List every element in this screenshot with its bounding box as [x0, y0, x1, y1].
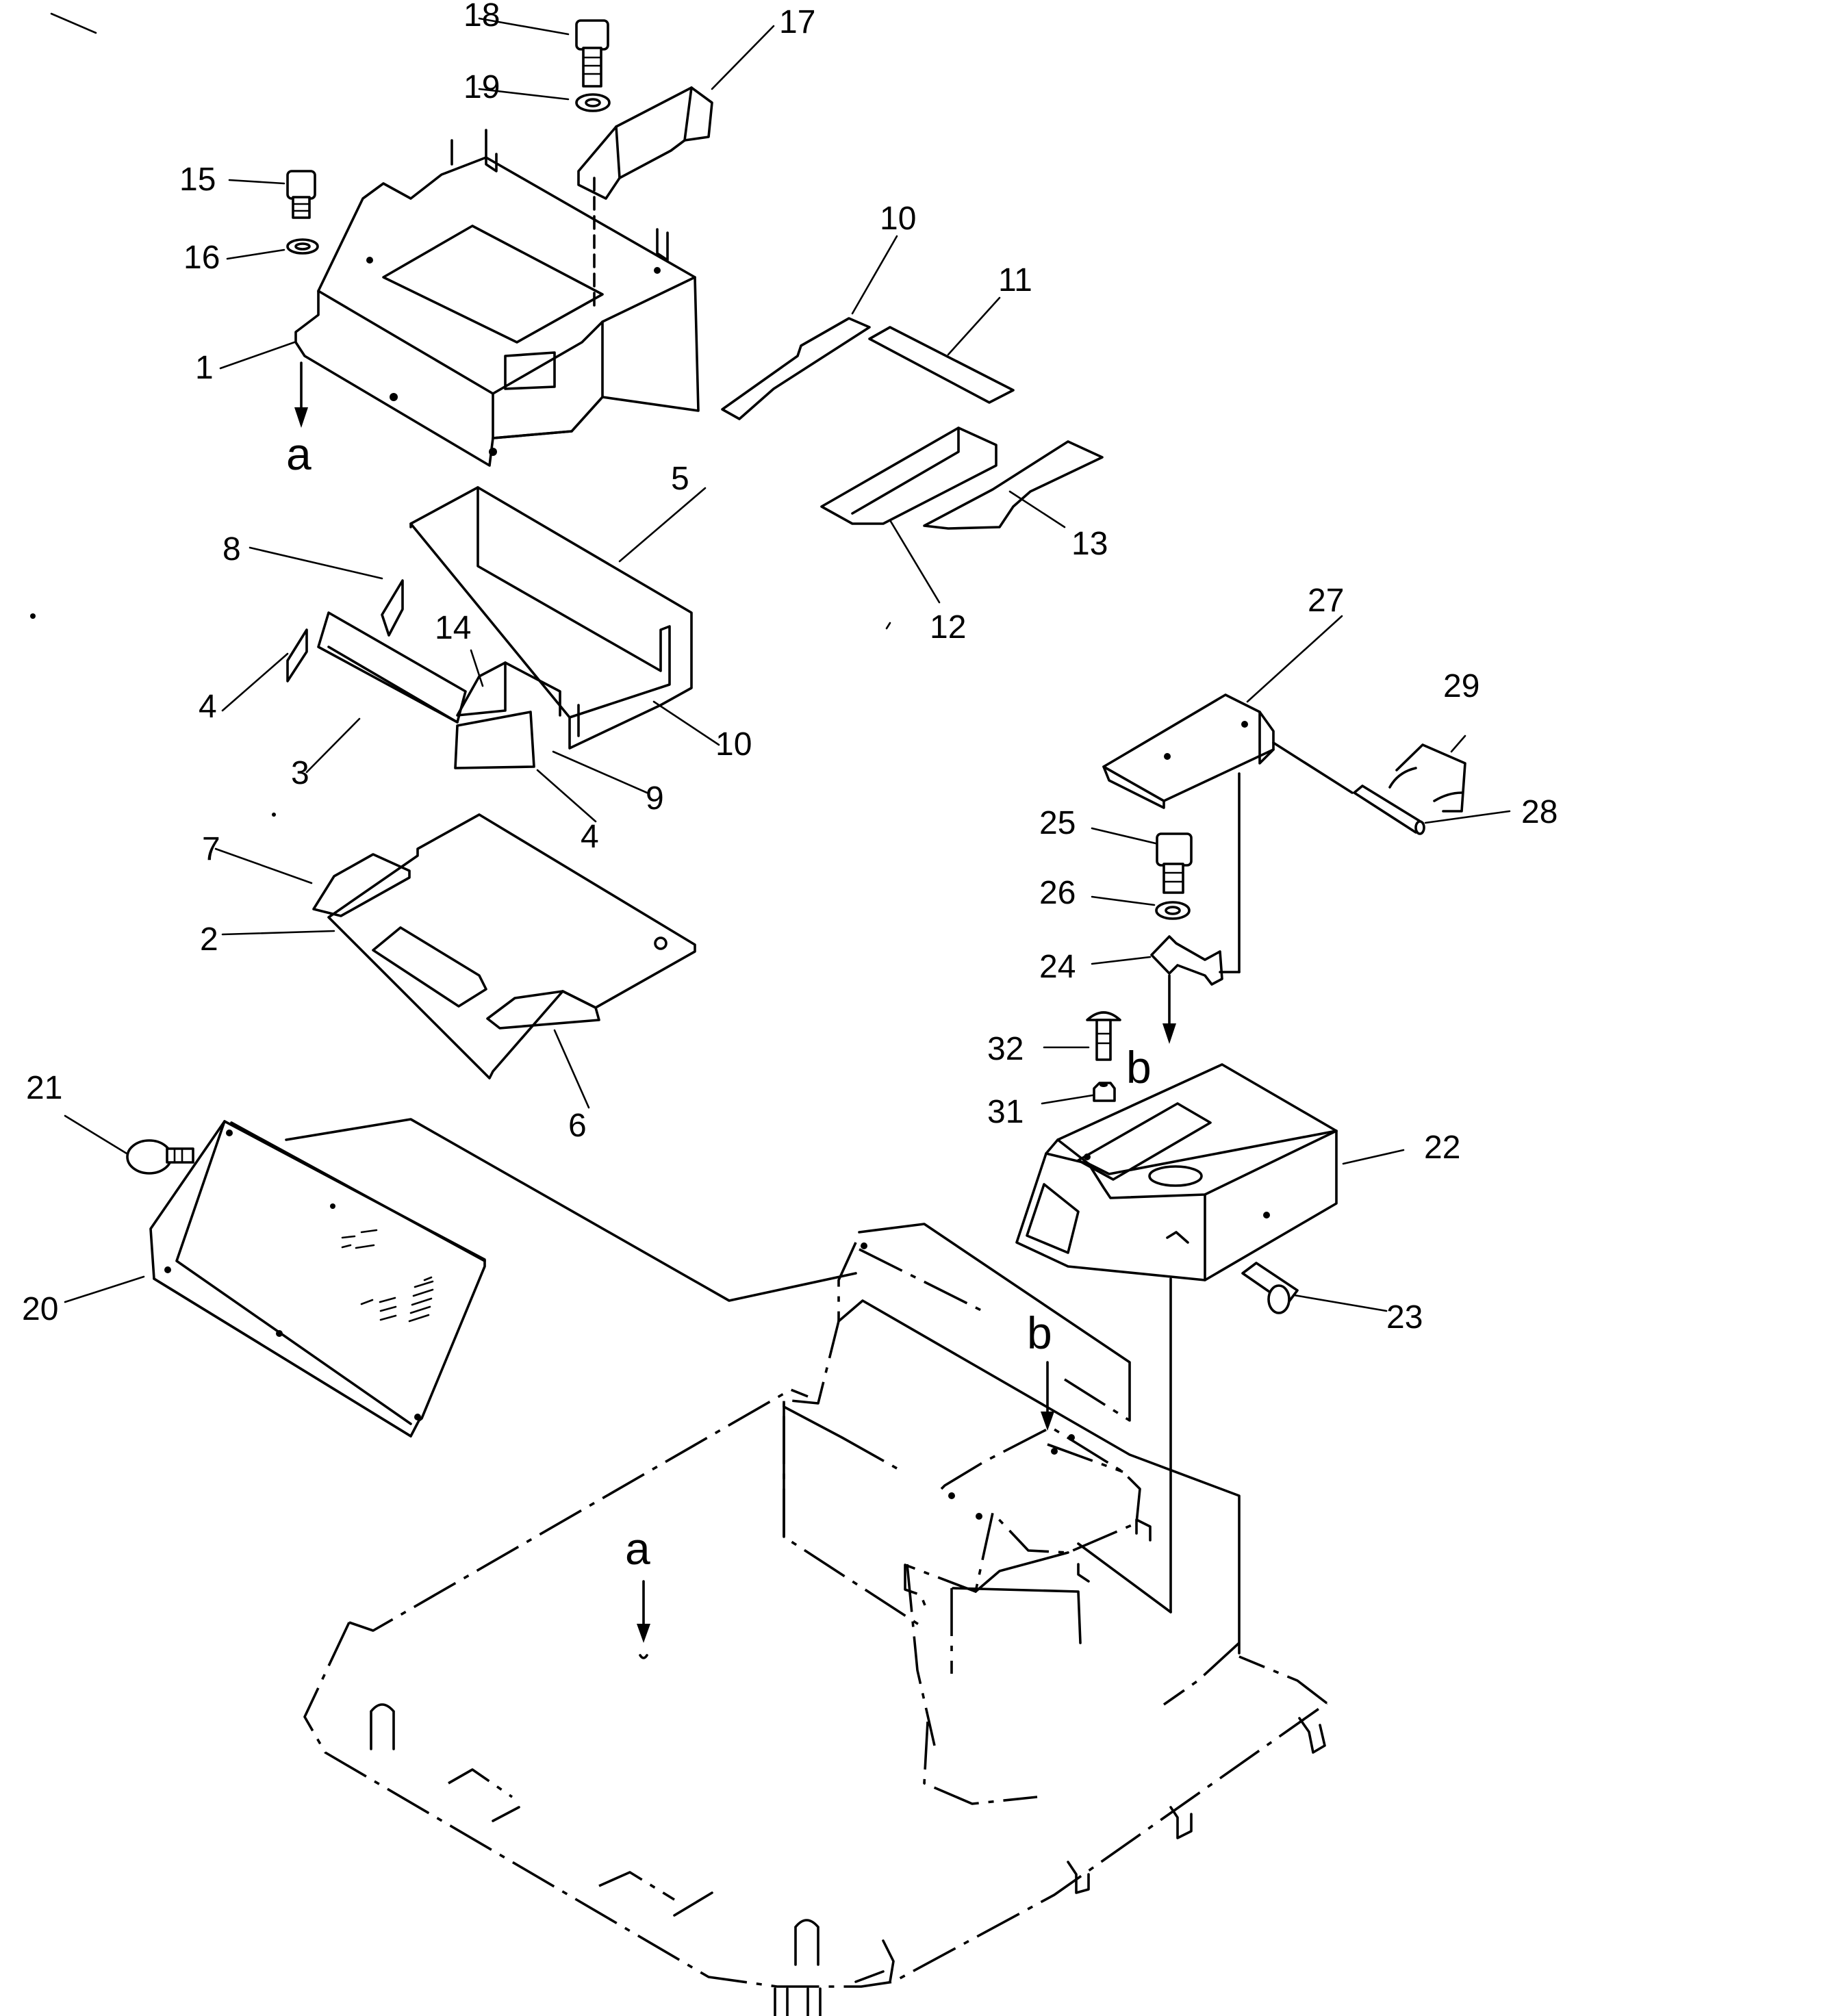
callout-2: 2 — [200, 921, 218, 958]
ref-letter-a-top: a — [286, 429, 312, 479]
part-4-plate-left — [286, 628, 308, 682]
part-25-bracket — [1150, 935, 1241, 1044]
part-24-screw — [1241, 1262, 1299, 1314]
part-23-cover — [1015, 1063, 1338, 1613]
callout-27: 26 — [1039, 875, 1076, 911]
callout-31: 31 — [987, 1094, 1024, 1130]
callout-18: 17 — [779, 4, 815, 40]
callout-25: 24 — [1039, 949, 1076, 985]
part-20-washer — [575, 93, 611, 112]
part-3-plate — [317, 611, 467, 724]
part-19-bolt — [575, 19, 609, 88]
callout-23: 22 — [1424, 1130, 1460, 1166]
base-frame: b a — [303, 1223, 1328, 2016]
part-5-panel — [409, 486, 693, 750]
callout-4-right: 4 — [581, 819, 599, 855]
part-15-plate — [456, 661, 561, 717]
part-7-piece — [312, 853, 411, 917]
callout-28: 27 — [1308, 583, 1344, 619]
callout-10: 10 — [715, 726, 752, 763]
part-22-knob — [126, 1139, 194, 1175]
part-4-plate-right — [454, 711, 535, 769]
part-32-bolt — [1086, 1011, 1121, 1061]
part-21-panel — [149, 1118, 857, 1438]
callout-13: 12 — [930, 609, 966, 646]
ref-letter-a-bottom: a — [625, 1523, 650, 1574]
part-27-washer — [1155, 901, 1191, 920]
part-16-bolt — [286, 170, 319, 255]
part-26-bolt — [1156, 832, 1193, 894]
callout-26: 25 — [1039, 805, 1076, 841]
part-14-mat — [923, 440, 1104, 530]
callout-21: 20 — [22, 1291, 58, 1327]
callout-30: 29 — [1443, 668, 1479, 704]
part-2-floor-mat — [327, 813, 696, 1080]
part-6-piece — [486, 990, 600, 1030]
part-8-strip — [381, 579, 404, 637]
part-28-plate — [1102, 693, 1354, 973]
callout-labels: 18 17 19 15 16 1 10 11 5 13 8 12 14 4 10… — [22, 0, 1558, 1336]
callout-3: 3 — [291, 755, 309, 791]
callout-20: 19 — [463, 69, 500, 105]
part-13-mat — [820, 426, 997, 525]
callout-11: 10 — [880, 201, 916, 237]
callout-6: 6 — [568, 1108, 587, 1144]
callout-8: 8 — [223, 531, 241, 567]
part-29-pin — [1353, 784, 1425, 835]
ref-letter-b-top: b — [1126, 1042, 1152, 1093]
callout-22: 21 — [26, 1070, 62, 1106]
callout-16: 15 — [179, 162, 216, 198]
part-18-bracket — [577, 86, 713, 200]
part-12-mat — [868, 326, 1015, 404]
callout-29: 28 — [1521, 794, 1558, 830]
callout-24: 23 — [1386, 1299, 1423, 1336]
callout-17: 16 — [183, 240, 220, 276]
callout-4-left: 4 — [199, 689, 217, 725]
callout-12: 11 — [998, 262, 1032, 298]
part-30-clip — [1388, 743, 1466, 813]
callout-5: 5 — [671, 461, 689, 497]
callout-15: 14 — [435, 610, 471, 646]
leader-lines — [50, 12, 1511, 1312]
callout-1: 1 — [195, 350, 214, 386]
part-31-nut — [1093, 1082, 1116, 1102]
part-11-mat — [721, 317, 871, 420]
callout-7: 7 — [202, 831, 220, 867]
ref-letter-b-bottom: b — [1027, 1307, 1052, 1358]
part-1-cover: a — [286, 129, 700, 479]
callout-19: 18 — [463, 0, 500, 34]
callout-32: 32 — [987, 1031, 1024, 1067]
callout-9: 9 — [646, 780, 664, 817]
callout-14: 13 — [1071, 526, 1108, 562]
